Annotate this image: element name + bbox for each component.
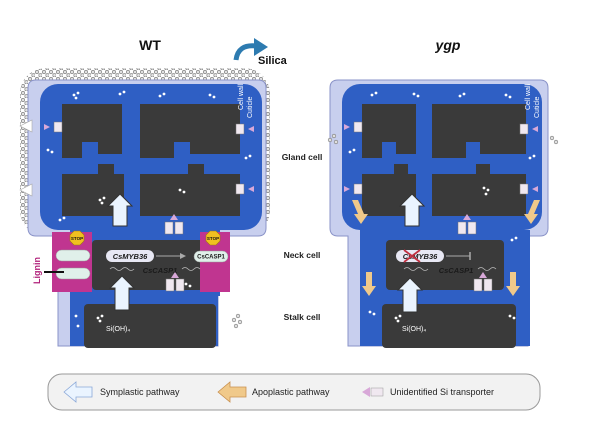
transporter-wt-1 (164, 214, 184, 235)
cell-wall-label-wt: Cell wall (238, 83, 245, 110)
cuticle-label-wt: Cuticle (247, 96, 254, 118)
transporter-legend-icon (362, 387, 384, 397)
legend-symplastic: Symplastic pathway (100, 387, 180, 397)
stop-sign-left: STOP (69, 230, 85, 246)
symplastic-arrow-ygp-1 (398, 193, 426, 227)
gland-quadrant-tr (140, 104, 240, 158)
gland-quadrant-br (140, 164, 240, 216)
ygp-gland-quadrant-tl (362, 104, 416, 158)
gland-quadrant-tl (62, 104, 122, 158)
symplastic-arrow-ygp-2 (396, 277, 424, 313)
dna-left (109, 267, 135, 271)
wt-title: WT (139, 37, 161, 53)
legend-apoplastic: Apoplastic pathway (252, 387, 330, 397)
transporter-wt-4 (235, 123, 254, 135)
ygp-gland-quadrant-tr (432, 104, 526, 158)
casp-pill-left-2 (55, 267, 91, 280)
apoplastic-arrow-ygp-3 (362, 272, 376, 296)
efflux-arrow-wt-1 (19, 119, 33, 133)
symplastic-arrow-wt-1 (106, 193, 134, 227)
silicic-acid-dots-ygp (348, 91, 536, 323)
myb36-label: CsMYB36 (113, 252, 148, 261)
apoplastic-arrow-ygp-4 (506, 272, 520, 296)
transporter-ygp-5 (519, 183, 538, 195)
neck-cell (92, 240, 210, 290)
ygp-panel: ygp CsMYB36 CsCASP1 Si(OH)₄ (327, 37, 559, 348)
casp-pill-right-label: CsCASP1 (197, 255, 225, 261)
stop-sign-right: STOP (205, 230, 221, 246)
casp-pill-right (193, 250, 229, 263)
silica-label: Silica (258, 55, 288, 67)
transporter-wt-2 (165, 272, 185, 292)
cell-wall-label-ygp: Cell wall (525, 83, 532, 110)
transporter-wt-3 (44, 121, 63, 133)
ygp-casp1-label: CsCASP1 (439, 266, 474, 275)
symplastic-arrow-wt-2 (108, 275, 136, 311)
transporter-ygp-2 (473, 272, 493, 292)
svg-text:STOP: STOP (71, 236, 83, 241)
apoplastic-arrow-ygp-2 (524, 200, 540, 224)
apoplastic-arrow-ygp-1 (352, 200, 368, 224)
si-oh4-label: Si(OH)₄ (106, 326, 130, 333)
myb36-box (106, 250, 154, 262)
silica-arrow (233, 43, 257, 61)
neck-cell-label: Neck cell (284, 250, 321, 260)
lignin-label: Lignin (32, 257, 42, 284)
transporter-ygp-3 (344, 121, 363, 133)
casp1-label: CsCASP1 (143, 266, 178, 275)
casp-pill-left-1 (55, 249, 91, 262)
stalk-cell-label: Stalk cell (284, 312, 321, 322)
ygp-gland-quadrant-br (432, 164, 526, 216)
transporter-ygp-1 (457, 214, 477, 235)
legend-transporter: Unidentified Si transporter (390, 387, 494, 397)
apoplastic-legend-icon (217, 381, 247, 403)
legend-box (47, 373, 541, 411)
gland-cell-label: Gland cell (282, 152, 323, 162)
cuticle-label-ygp: Cuticle (534, 96, 541, 118)
svg-text:STOP: STOP (207, 236, 219, 241)
gland-quadrant-bl (62, 164, 124, 216)
loose-granules-ygp (327, 133, 559, 145)
ygp-stalk-cell (382, 304, 516, 348)
efflux-arrow-wt-2 (19, 183, 33, 197)
legend: Symplastic pathway Apoplastic pathway Un… (47, 373, 541, 411)
transporter-ygp-6 (344, 183, 363, 195)
stalk-cell (84, 304, 216, 348)
ygp-myb36-label: CsMYB36 (403, 252, 438, 261)
silicic-acid-dots-wt (46, 90, 252, 328)
ygp-si-oh4-label: Si(OH)₄ (402, 326, 426, 333)
loose-granules-wt (231, 313, 243, 329)
symplastic-legend-icon (63, 381, 93, 403)
wt-panel: WT CsCASP1 STOP STOP L (19, 37, 288, 348)
transporter-ygp-4 (519, 123, 538, 135)
transporter-wt-5 (235, 183, 254, 195)
ygp-title: ygp (435, 37, 461, 53)
